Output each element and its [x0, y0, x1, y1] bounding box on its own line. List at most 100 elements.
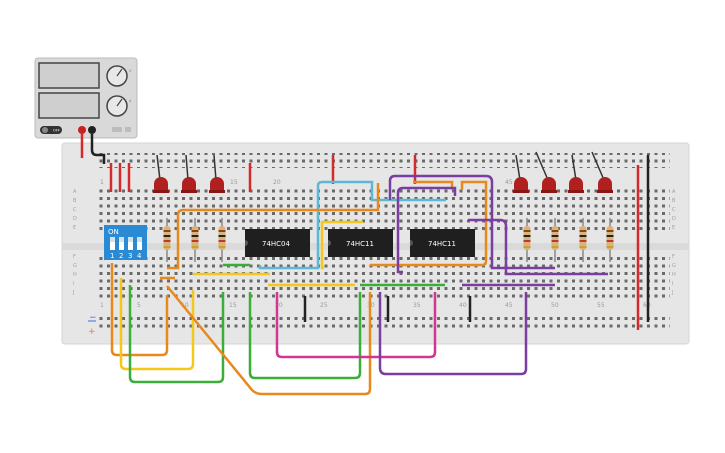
column-number: 55 — [597, 302, 605, 309]
column-number: 45 — [505, 302, 513, 309]
knob-label-a: A — [129, 99, 132, 103]
led[interactable] — [153, 177, 169, 193]
column-number: 20 — [273, 179, 281, 186]
row-letter: J — [671, 290, 673, 296]
voltage-display — [38, 62, 100, 89]
dip-number: 2 — [119, 252, 123, 260]
column-number: 10 — [181, 302, 189, 309]
led[interactable] — [541, 177, 557, 193]
column-number: 15 — [230, 179, 238, 186]
dip-toggle[interactable] — [128, 237, 133, 250]
row-letter: A — [73, 189, 77, 195]
row-letter: C — [73, 207, 77, 213]
bottom-power-rail — [95, 316, 670, 331]
top-power-rail — [95, 153, 670, 168]
resistor[interactable] — [579, 218, 587, 262]
resistor[interactable] — [191, 218, 199, 262]
wire-green — [128, 285, 225, 384]
wire-orange — [110, 263, 169, 357]
wire-yellow — [119, 278, 195, 371]
column-number: 45 — [505, 179, 513, 186]
dip-toggle[interactable] — [137, 237, 142, 250]
power-switch-label: OFF — [53, 129, 60, 133]
row-letter: C — [672, 207, 676, 213]
wire-magenta — [275, 292, 437, 359]
row-letter: E — [672, 225, 675, 231]
column-number: 1 — [100, 179, 104, 186]
wire-black — [90, 134, 106, 164]
row-letter: J — [72, 290, 74, 296]
dip-number: 1 — [110, 252, 114, 260]
positive-terminal[interactable] — [78, 126, 86, 134]
knob-label-v: V — [129, 69, 132, 73]
row-letter: D — [672, 216, 676, 222]
column-number: 25 — [320, 302, 328, 309]
wire-green — [248, 292, 362, 380]
led-leads — [156, 151, 605, 181]
wire-purple — [388, 174, 555, 270]
wire-purple — [396, 186, 457, 274]
terminal-strip-bottom — [95, 253, 670, 298]
row-letter: G — [672, 263, 676, 269]
row-letter: D — [73, 216, 77, 222]
chip-label: 74HC11 — [428, 240, 456, 248]
ic-chip-74hc11[interactable]: 74HC11 — [328, 229, 393, 257]
rail-jumpers[interactable] — [109, 155, 650, 330]
chip-label: 74HC04 — [262, 240, 291, 248]
row-letter: E — [73, 225, 76, 231]
dip-on-label: ON — [108, 228, 119, 236]
ic-chip-74hc11[interactable]: 74HC11 — [410, 229, 475, 257]
row-letter: H — [672, 272, 676, 278]
wire-orange — [166, 285, 372, 396]
column-number: 5 — [137, 302, 141, 309]
dip-toggle[interactable] — [119, 237, 124, 250]
column-number: 50 — [551, 302, 559, 309]
column-number: 1 — [100, 302, 104, 309]
board-wires[interactable] — [160, 174, 608, 287]
row-letter: H — [73, 272, 77, 278]
chip-label: 74HC11 — [346, 240, 374, 248]
rail-minus-sign: − — [89, 313, 97, 323]
row-letter: I — [73, 281, 74, 287]
loop-wires[interactable] — [110, 263, 528, 396]
wire-purple — [378, 292, 528, 376]
column-number: 15 — [229, 302, 237, 309]
resistor[interactable] — [551, 218, 559, 262]
dip-toggle[interactable] — [110, 237, 115, 250]
resistor[interactable] — [163, 218, 171, 262]
row-letter: A — [672, 189, 676, 195]
row-letter: B — [672, 198, 676, 204]
current-display — [38, 92, 100, 119]
row-letter: G — [73, 263, 77, 269]
negative-terminal[interactable] — [88, 126, 96, 134]
row-letter: I — [672, 281, 673, 287]
wire-cyan — [258, 180, 446, 270]
resistor[interactable] — [606, 218, 614, 262]
resistor[interactable] — [523, 218, 531, 262]
column-number: 35 — [413, 302, 421, 309]
power-supply[interactable]: V A OFF — [34, 57, 138, 139]
wire-yellow — [320, 220, 363, 270]
row-letter: B — [73, 198, 77, 204]
wire-orange — [370, 180, 488, 267]
rail-plus-sign: + — [88, 327, 96, 337]
led[interactable] — [181, 177, 197, 193]
dip-number: 3 — [128, 252, 132, 260]
led[interactable] — [597, 177, 613, 193]
power-leads[interactable] — [80, 134, 106, 164]
dip-number: 4 — [137, 252, 142, 260]
resistor[interactable] — [218, 218, 226, 262]
row-letter: F — [672, 254, 675, 260]
resistor-group — [163, 218, 614, 262]
led[interactable] — [568, 177, 584, 193]
row-letter: F — [73, 254, 76, 260]
led[interactable] — [209, 177, 225, 193]
column-number: 20 — [275, 302, 283, 309]
led[interactable] — [513, 177, 529, 193]
dip-switch[interactable]: ON 1 2 3 4 — [104, 225, 147, 260]
wire-orange — [167, 183, 380, 270]
wire-purple — [468, 218, 608, 276]
column-number: 40 — [459, 302, 467, 309]
ic-chip-74hc04[interactable]: 74HC04 — [245, 229, 310, 257]
